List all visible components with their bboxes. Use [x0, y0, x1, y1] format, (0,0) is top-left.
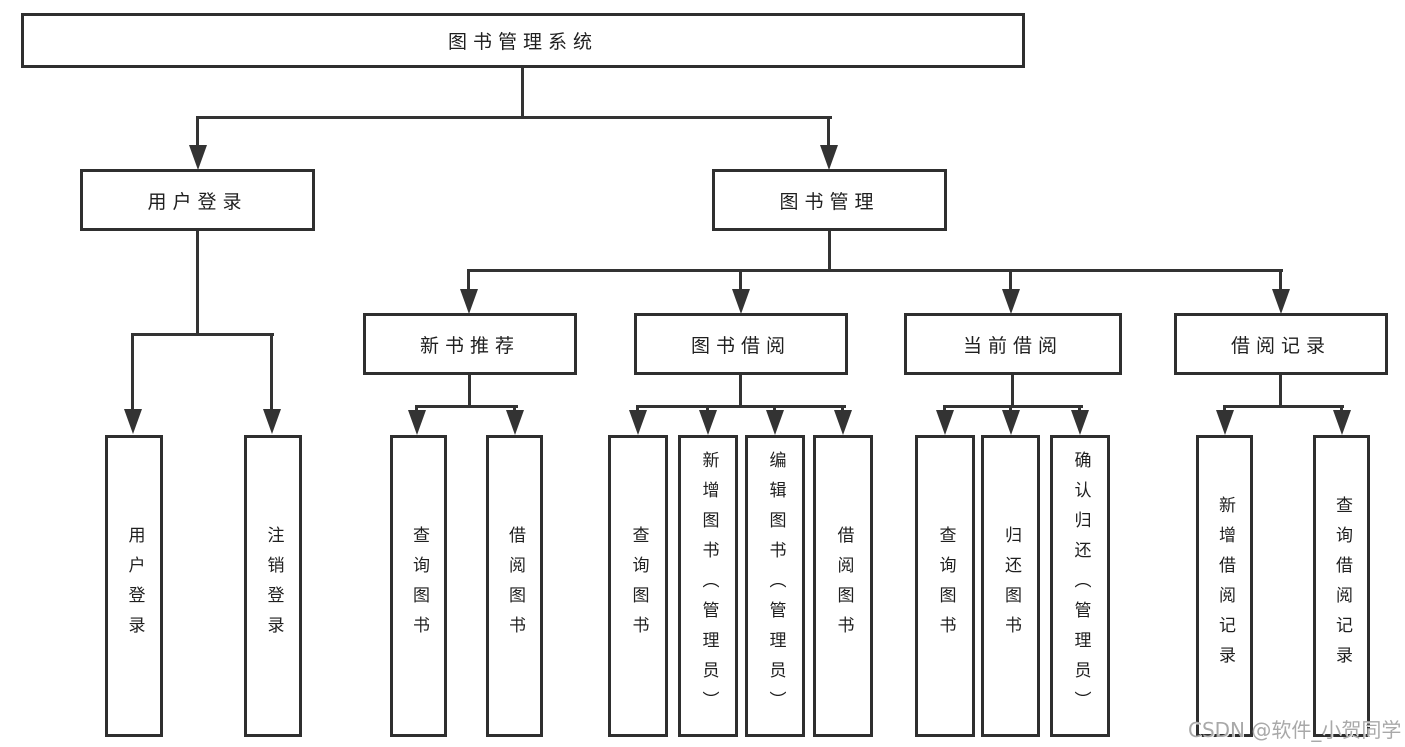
arrowhead-icon: [506, 410, 524, 435]
leaf-query-books-borrow: 查询图书: [608, 435, 668, 737]
connector-line: [739, 269, 742, 290]
connector-line: [131, 333, 274, 336]
connector-line: [1011, 375, 1014, 407]
arrowhead-icon: [1272, 289, 1290, 314]
arrowhead-icon: [699, 410, 717, 435]
leaf-user-login-label: 用户登录: [124, 526, 145, 646]
arrowhead-icon: [1002, 410, 1020, 435]
leaf-label: 新增借阅记录: [1215, 496, 1235, 676]
arrowhead-icon: [766, 410, 784, 435]
connector-line: [943, 405, 1083, 408]
leaf-logout: 注销登录: [244, 435, 302, 737]
node-user-login: 用户登录: [80, 169, 315, 231]
connector-line: [739, 375, 742, 407]
arrowhead-icon: [629, 410, 647, 435]
leaf-label: 查询图书: [409, 526, 429, 646]
leaf-confirm-return-admin: 确认归还（管理员）: [1050, 435, 1110, 737]
connector-line: [196, 116, 832, 119]
watermark: CSDN @软件_小贺同学: [1188, 718, 1402, 742]
arrowhead-icon: [189, 145, 207, 170]
leaf-label: 确认归还（管理员）: [1070, 451, 1091, 721]
connector-line: [196, 231, 199, 334]
leaf-add-borrow-record: 新增借阅记录: [1196, 435, 1253, 737]
node-current-borrow: 当前借阅: [904, 313, 1122, 375]
leaf-return-book: 归还图书: [981, 435, 1040, 737]
arrowhead-icon: [460, 289, 478, 314]
arrowhead-icon: [732, 289, 750, 314]
connector-line: [636, 405, 639, 412]
arrowhead-icon: [820, 145, 838, 170]
leaf-label: 查询图书: [935, 526, 956, 646]
node-book-borrow: 图书借阅: [634, 313, 848, 375]
connector-line: [521, 68, 524, 118]
connector-line: [828, 231, 831, 271]
leaf-user-login: 用户登录: [105, 435, 163, 737]
connector-line: [131, 333, 134, 410]
connector-line: [468, 375, 471, 407]
leaf-query-books-current: 查询图书: [915, 435, 975, 737]
arrowhead-icon: [834, 410, 852, 435]
connector-line: [841, 405, 844, 412]
node-new-book-recommend: 新书推荐: [363, 313, 577, 375]
connector-line: [1340, 405, 1343, 412]
connector-line: [1223, 405, 1344, 408]
connector-line: [636, 405, 846, 408]
connector-line: [1279, 269, 1282, 290]
arrowhead-icon: [1002, 289, 1020, 314]
connector-line: [1009, 405, 1012, 412]
arrowhead-icon: [1216, 410, 1234, 435]
connector-line: [1078, 405, 1081, 412]
leaf-label: 查询图书: [628, 526, 649, 646]
node-book-management: 图书管理: [712, 169, 947, 231]
node-borrow-records: 借阅记录: [1174, 313, 1388, 375]
connector-line: [827, 116, 830, 147]
arrowhead-icon: [408, 410, 426, 435]
connector-line: [773, 405, 776, 412]
leaf-label: 归还图书: [1001, 526, 1021, 646]
node-root: 图书管理系统: [21, 13, 1025, 68]
leaf-query-books-recommend: 查询图书: [390, 435, 447, 737]
arrowhead-icon: [124, 409, 142, 434]
leaf-label: 借阅图书: [833, 526, 854, 646]
connector-line: [270, 333, 273, 410]
leaf-label: 编辑图书（管理员）: [765, 451, 786, 721]
connector-line: [467, 269, 470, 290]
leaf-logout-label: 注销登录: [263, 526, 284, 646]
connector-line: [943, 405, 946, 412]
leaf-label: 查询借阅记录: [1332, 496, 1352, 676]
connector-line: [1279, 375, 1282, 407]
connector-line: [415, 405, 518, 408]
leaf-add-book-admin: 新增图书（管理员）: [678, 435, 738, 737]
leaf-label: 借阅图书: [505, 526, 525, 646]
leaf-borrow-books-recommend: 借阅图书: [486, 435, 543, 737]
arrowhead-icon: [263, 409, 281, 434]
connector-line: [513, 405, 516, 412]
arrowhead-icon: [1071, 410, 1089, 435]
arrowhead-icon: [936, 410, 954, 435]
leaf-label: 新增图书（管理员）: [698, 451, 719, 721]
arrowhead-icon: [1333, 410, 1351, 435]
connector-line: [706, 405, 709, 412]
connector-line: [196, 116, 199, 147]
connector-line: [1009, 269, 1012, 290]
leaf-borrow-books: 借阅图书: [813, 435, 873, 737]
leaf-query-borrow-record: 查询借阅记录: [1313, 435, 1370, 737]
connector-line: [415, 405, 418, 412]
connector-line: [1223, 405, 1226, 412]
connector-line: [467, 269, 1283, 272]
leaf-edit-book-admin: 编辑图书（管理员）: [745, 435, 805, 737]
